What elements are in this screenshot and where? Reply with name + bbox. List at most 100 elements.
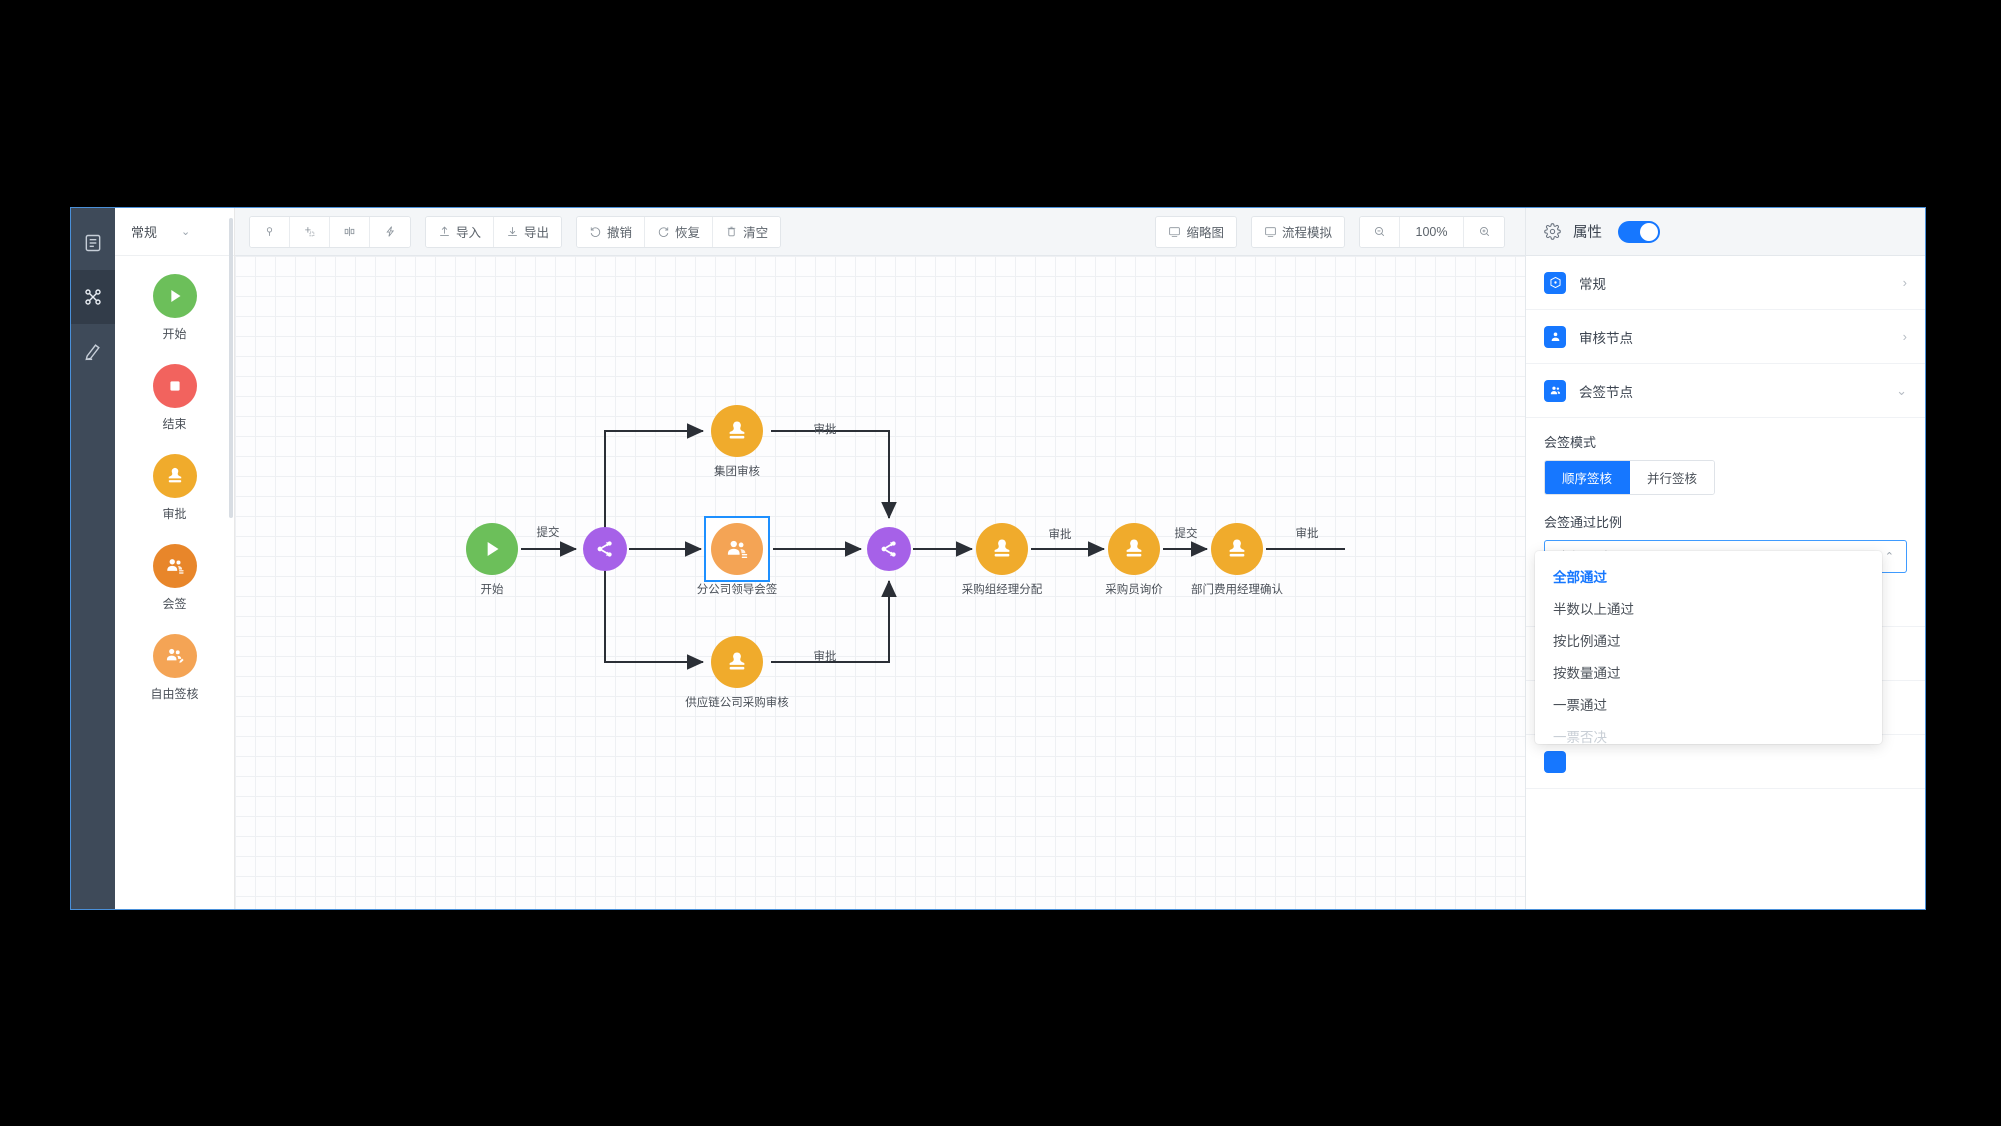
zoom-level-value[interactable]: 100%: [1400, 216, 1464, 247]
palette-item-label: 审批: [162, 507, 187, 521]
stamp-icon: [711, 636, 763, 688]
palette-item-list: 开始结束审批会签自由签核: [115, 256, 234, 909]
redo-button-label: 恢复: [675, 226, 701, 240]
property-section-审核节点[interactable]: 审核节点›: [1526, 310, 1925, 364]
align-icon[interactable]: [330, 216, 370, 247]
toolbar-edit-group: 撤销 恢复清空: [576, 215, 782, 248]
flow-node-label: 分公司领导会签: [696, 584, 778, 596]
palette-item-会签[interactable]: 会签: [115, 544, 234, 612]
redo-button[interactable]: 恢复: [645, 216, 714, 247]
flow-node-n1[interactable]: 采购组经理分配: [962, 523, 1042, 596]
palette-item-label: 自由签核: [150, 687, 199, 701]
flow-node-label: 供应链公司采购审核: [685, 697, 789, 709]
countersign-ratio-label: 会签通过比例: [1544, 515, 1623, 530]
stamp-icon: [1211, 523, 1263, 575]
flow-canvas[interactable]: 开始 集团审核分公司领导会签供应链公司采购审核 采购组经理分配 采购员询价 部门费用经理…: [235, 256, 1525, 909]
flow-edges: [521, 423, 1345, 670]
toolbar-file-group: 导入导出: [425, 215, 563, 248]
bolt-icon[interactable]: [370, 216, 410, 247]
palette-item-label: 会签: [162, 597, 187, 611]
property-section-label: 会签节点: [1579, 384, 1633, 400]
box-icon: [1544, 271, 1566, 294]
flow-node-label: 集团审核: [714, 466, 760, 478]
palette-item-开始[interactable]: 开始: [115, 274, 234, 342]
stop-icon: [152, 364, 197, 408]
flow-node-supply[interactable]: 供应链公司采购审核: [685, 636, 789, 709]
canvas-column: 导入导出 撤销 恢复清空 缩略图 流程模拟: [235, 208, 1525, 909]
canvas-toolbar: 导入导出 撤销 恢复清空 缩略图 流程模拟: [235, 208, 1525, 256]
countersign-mode-label: 会签模式: [1544, 435, 1597, 450]
obscured-property-row[interactable]: [1526, 735, 1925, 789]
chevron-down-icon: ⌄: [181, 226, 191, 238]
left-icon-rail: [71, 208, 115, 909]
thumbnail-button[interactable]: 缩略图: [1156, 216, 1236, 247]
flow-edge-label: 审批: [1295, 528, 1319, 540]
palette-category-label: 常规: [131, 225, 158, 240]
flow-node-gw2[interactable]: [867, 527, 911, 571]
flow-node-label: 采购员询价: [1105, 584, 1163, 596]
flow-node-n2[interactable]: 采购员询价: [1105, 523, 1163, 596]
thumbnail-button-label: 缩略图: [1186, 226, 1224, 240]
undo-button[interactable]: 撤销: [577, 216, 646, 247]
properties-toggle[interactable]: [1618, 220, 1660, 243]
property-section-会签节点[interactable]: 会签节点 ⌄: [1526, 364, 1925, 418]
simulate-button[interactable]: 流程模拟: [1251, 216, 1344, 247]
export-button[interactable]: 导出: [494, 216, 562, 247]
properties-title: 属性: [1573, 225, 1602, 241]
zoom-in-icon[interactable]: [1464, 216, 1504, 247]
ratio-option-2[interactable]: 按比例通过: [1553, 634, 1621, 649]
countersign-settings: 会签模式 顺序签核 并行签核 会签通过比例 全部通过 ⌃: [1526, 418, 1925, 573]
palette-item-审批[interactable]: 审批: [115, 454, 234, 522]
user-icon: [1544, 325, 1566, 348]
properties-panel: 属性 常规›审核节点› 会签节点 ⌄ 会签模式 顺序签核 并行签核 会签通过比例 全…: [1525, 208, 1925, 909]
ratio-option-5[interactable]: 一票否决: [1553, 730, 1607, 744]
pen-icon[interactable]: [71, 324, 115, 378]
import-button-label: 导入: [456, 226, 482, 240]
ratio-option-1[interactable]: 半数以上通过: [1553, 602, 1634, 617]
node-palette: 常规 ⌄ 开始结束审批会签自由签核: [115, 208, 235, 909]
flow-edge-label: 审批: [1048, 529, 1072, 541]
flow-node-label: 采购组经理分配: [961, 584, 1043, 596]
ratio-option-0[interactable]: 全部通过: [1553, 570, 1607, 585]
property-section-常规[interactable]: 常规›: [1526, 256, 1925, 310]
palette-scrollbar[interactable]: [229, 218, 233, 518]
flow-edge-label: 提交: [536, 527, 560, 539]
group-icon: [1544, 379, 1566, 402]
toolbar-right-group: 缩略图 流程模拟 100%: [1155, 215, 1511, 248]
properties-sections: 常规›审核节点› 会签节点 ⌄: [1526, 256, 1925, 418]
add-node-icon[interactable]: [290, 216, 330, 247]
flow-node-label: 部门费用经理确认: [1191, 584, 1283, 596]
palette-category-header[interactable]: 常规 ⌄: [115, 208, 234, 256]
stamp-icon: [711, 405, 763, 457]
stamp-icon: [1108, 523, 1160, 575]
toggle-knob: [1640, 222, 1658, 241]
flow-node-branch[interactable]: 分公司领导会签: [697, 516, 777, 596]
ratio-option-3[interactable]: 按数量通过: [1553, 666, 1621, 681]
flow-node-gw1[interactable]: [583, 527, 627, 571]
pointer-icon[interactable]: [250, 216, 290, 247]
flow-icon[interactable]: [71, 270, 115, 324]
toolbar-zoom-group: 100%: [1359, 215, 1505, 248]
gateway-icon: [867, 527, 911, 571]
countersign-mode-segmented: 顺序签核 并行签核: [1544, 460, 1716, 495]
toolbar-thumbnail-button-group: 缩略图: [1155, 215, 1237, 248]
flow-node-n3[interactable]: 部门费用经理确认: [1191, 523, 1283, 596]
ratio-option-4[interactable]: 一票通过: [1553, 698, 1607, 713]
zoom-out-icon[interactable]: [1360, 216, 1400, 247]
mode-sequential-button[interactable]: 顺序签核: [1545, 461, 1631, 494]
import-button[interactable]: 导入: [426, 216, 495, 247]
countersign-icon: [152, 544, 197, 588]
flow-node-grp[interactable]: 集团审核: [711, 405, 763, 478]
flow-node-start[interactable]: 开始: [466, 523, 518, 596]
mode-parallel-button[interactable]: 并行签核: [1630, 461, 1715, 494]
palette-item-结束[interactable]: 结束: [115, 364, 234, 432]
document-icon[interactable]: [71, 216, 115, 270]
clear-button[interactable]: 清空: [713, 216, 781, 247]
chevron-right-icon: ›: [1902, 329, 1907, 344]
countersign-icon: [711, 523, 763, 575]
free-sign-icon: [152, 634, 197, 678]
chevron-down-icon: ⌄: [1896, 382, 1907, 398]
toolbar-icon-group: [249, 215, 411, 248]
palette-item-自由签核[interactable]: 自由签核: [115, 634, 234, 702]
palette-item-label: 结束: [162, 417, 187, 431]
